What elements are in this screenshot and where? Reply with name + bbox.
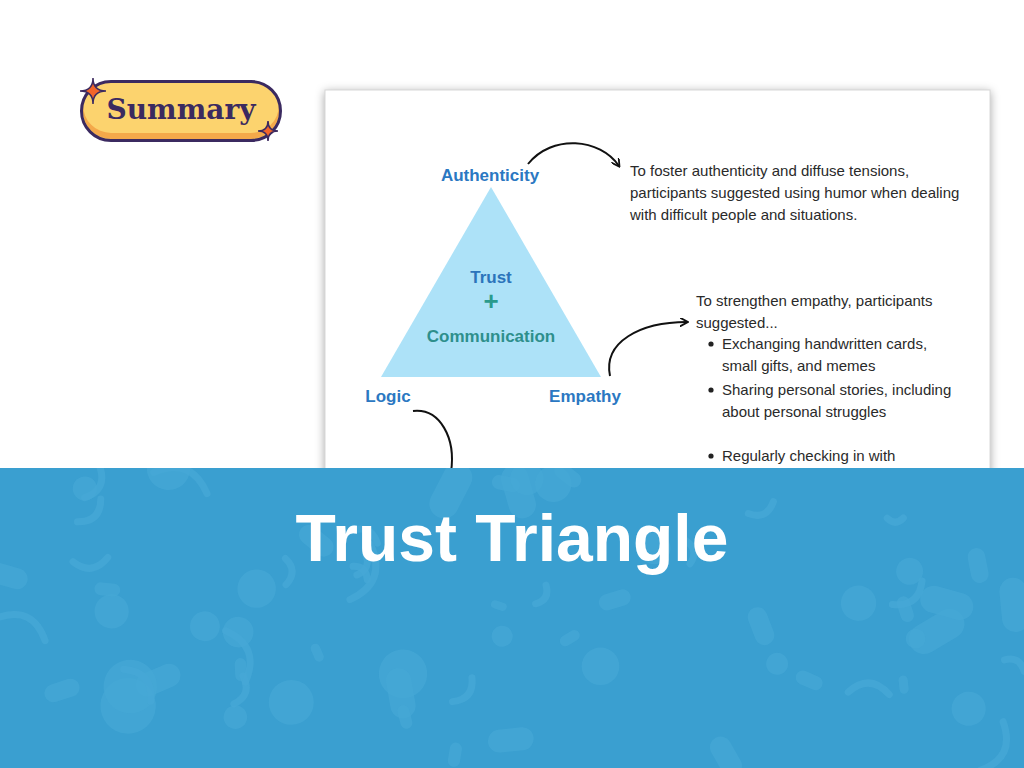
title-band: Trust Triangle	[0, 468, 1024, 768]
vertex-label: Logic	[358, 386, 418, 408]
texture-shape	[487, 726, 535, 754]
texture-shape	[745, 604, 777, 648]
plus-sign: +	[381, 290, 601, 312]
texture-shape	[0, 606, 51, 641]
texture-shape	[72, 475, 98, 501]
texture-shape	[42, 676, 82, 704]
texture-shape	[94, 582, 121, 597]
sparkle-star	[80, 78, 106, 104]
vertex-label: Authenticity	[420, 165, 560, 187]
texture-shape	[236, 568, 278, 610]
leader-arrow	[528, 143, 619, 166]
document-card	[325, 90, 990, 510]
texture-shape	[793, 668, 824, 692]
bullet-text: Exchanging handwritten cards, small gift…	[722, 333, 962, 377]
vertex-label: Empathy	[535, 386, 635, 408]
bullet-text: Sharing personal stories, including abou…	[722, 379, 952, 423]
texture-shape	[396, 704, 414, 730]
texture-shape	[285, 558, 292, 584]
texture-shape	[534, 468, 572, 503]
texture-shape	[558, 628, 582, 648]
bullet-text: Regularly checking in with	[722, 445, 962, 467]
texture-shape	[582, 647, 620, 685]
texture-shape	[225, 626, 258, 682]
texture-shape	[101, 657, 160, 716]
texture-shape	[309, 642, 325, 663]
texture-shape	[894, 556, 925, 587]
texture-shape	[887, 518, 903, 522]
texture-shape	[141, 468, 195, 496]
texture-shape	[73, 557, 109, 570]
texture-shape	[188, 610, 221, 643]
texture-shape	[998, 576, 1024, 633]
texture-shape	[966, 546, 990, 584]
leader-arrow	[609, 322, 687, 376]
texture-shape	[706, 733, 746, 768]
summary-badge: Summary	[80, 80, 282, 142]
leader-arrow	[413, 411, 452, 472]
texture-shape	[748, 502, 776, 520]
bullet-dot	[708, 453, 713, 458]
triangle-label: Trust	[381, 267, 601, 289]
texture-shape	[905, 628, 926, 649]
bullet-dot	[708, 387, 713, 392]
triangle-label: Communication	[381, 326, 601, 348]
texture-shape	[447, 742, 463, 768]
trust-triangle: Trust+ Communication	[381, 187, 601, 377]
texture-shape	[490, 599, 508, 612]
badge-label: Summary	[107, 93, 256, 126]
texture-shape	[848, 682, 890, 695]
texture-shape	[898, 675, 909, 694]
texture-shape	[0, 560, 30, 592]
texture-shape	[1004, 655, 1024, 671]
note-text: To foster authenticity and diffuse tensi…	[630, 160, 975, 226]
bullet-dots	[708, 341, 713, 458]
texture-shape	[269, 680, 314, 725]
texture-shape	[980, 722, 1015, 768]
note-text: To strengthen empathy, participants sugg…	[696, 290, 966, 334]
texture-shape	[453, 678, 478, 707]
bullet-dot	[708, 341, 713, 346]
texture-shape	[917, 583, 976, 623]
page-title: Trust Triangle	[0, 498, 1024, 578]
texture-shape	[945, 685, 993, 733]
texture-shape	[77, 499, 106, 528]
texture-shape	[834, 578, 884, 628]
texture-shape	[124, 662, 159, 701]
texture-shape	[597, 587, 633, 612]
triangle-fill	[381, 187, 601, 377]
sparkle-star	[258, 121, 278, 141]
texture-shape	[490, 624, 514, 648]
texture-shape	[765, 651, 790, 676]
texture-shape	[536, 585, 551, 606]
